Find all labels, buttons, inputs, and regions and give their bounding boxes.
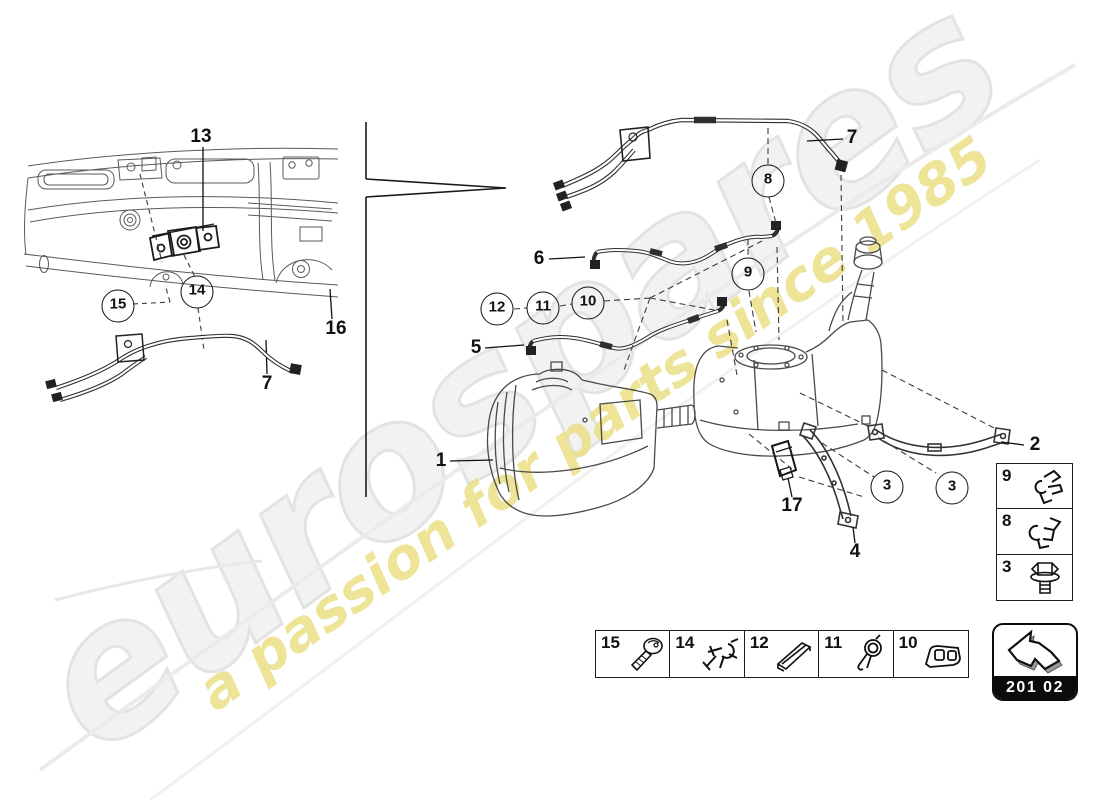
- fuel-line-6: [590, 221, 781, 269]
- callout-circle-3a[interactable]: 3: [870, 470, 904, 504]
- side-box-3[interactable]: 3: [996, 553, 1073, 601]
- legend-number: 12: [749, 633, 769, 652]
- retaining-clip-icon: [702, 638, 739, 671]
- nav-page-code: 201 02: [994, 676, 1076, 699]
- callout-circle-15[interactable]: 15: [101, 289, 135, 323]
- inset-fuel-line-7: [45, 333, 302, 403]
- callout-5[interactable]: 5: [470, 337, 482, 358]
- callout-17[interactable]: 17: [781, 495, 803, 516]
- hex-bolt-icon: [1030, 562, 1060, 594]
- side-box-8[interactable]: 8: [996, 508, 1073, 556]
- callout-1[interactable]: 1: [435, 450, 447, 471]
- callout-4[interactable]: 4: [849, 541, 861, 562]
- legend-box-10[interactable]: 10: [892, 630, 969, 678]
- nav-reference-box[interactable]: 201 02: [992, 623, 1078, 701]
- tank-strap-2: [867, 423, 1011, 457]
- callout-6[interactable]: 6: [533, 248, 545, 269]
- callout-circle-10[interactable]: 10: [571, 286, 605, 320]
- legend-number: 14: [675, 633, 695, 652]
- tank-strap-4: [798, 421, 859, 529]
- detail-view-arrow: [365, 122, 507, 497]
- callout-7-inset[interactable]: 7: [261, 373, 273, 394]
- callout-leader-lines: [449, 138, 1025, 544]
- callout-circle-11[interactable]: 11: [526, 291, 560, 325]
- legend-box-11[interactable]: 11: [818, 630, 895, 678]
- side-number: 8: [1002, 511, 1012, 531]
- legend-number: 10: [898, 633, 918, 652]
- legend-box-12[interactable]: 12: [743, 630, 820, 678]
- tank-bracket-17: [770, 439, 798, 481]
- legend-row: 15 14 12: [595, 630, 969, 678]
- callout-circle-3b[interactable]: 3: [935, 471, 969, 505]
- callout-circle-9[interactable]: 9: [731, 257, 765, 291]
- line-clip-icon: [1028, 517, 1062, 550]
- legend-box-14[interactable]: 14: [669, 630, 746, 678]
- side-number: 3: [1002, 556, 1012, 576]
- bracket-rail-icon: [776, 642, 812, 672]
- callout-16[interactable]: 16: [325, 318, 347, 339]
- legend-number: 15: [601, 633, 620, 652]
- legend-number: 11: [824, 633, 843, 652]
- line-clip-icon: [1034, 469, 1064, 505]
- screw-icon: [630, 637, 663, 672]
- back-arrow-icon: [1007, 629, 1063, 674]
- side-box-9[interactable]: 9: [996, 463, 1073, 510]
- inset-bracket-13: [148, 223, 221, 262]
- legend-box-15[interactable]: 15: [595, 630, 671, 678]
- fuel-tank: [486, 236, 883, 517]
- callout-13[interactable]: 13: [190, 126, 212, 147]
- callout-7[interactable]: 7: [846, 127, 858, 148]
- callout-circle-8[interactable]: 8: [751, 164, 785, 198]
- inset-dashed-leaders: [132, 173, 205, 351]
- inset-body-panel: [23, 147, 339, 298]
- background-swoosh: [38, 63, 1076, 800]
- double-clip-icon: [924, 645, 961, 668]
- callout-circle-12[interactable]: 12: [480, 292, 514, 326]
- side-number: 9: [1002, 466, 1012, 485]
- dashed-alignment-lines: [513, 128, 997, 498]
- callout-2[interactable]: 2: [1029, 434, 1041, 455]
- pipe-clamp-icon: [857, 634, 883, 671]
- side-column: 9 8 3: [996, 463, 1073, 601]
- inset-solid-leaders: [202, 147, 333, 375]
- fuel-line-7: [552, 116, 849, 212]
- callout-circle-14[interactable]: 14: [180, 275, 214, 309]
